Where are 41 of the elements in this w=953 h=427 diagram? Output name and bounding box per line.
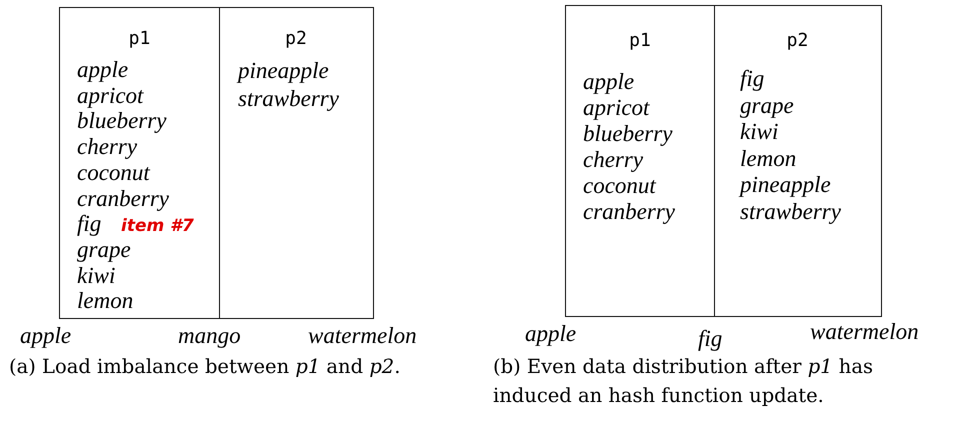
partition-header: p1 <box>628 30 652 51</box>
partition-header: p2 <box>786 30 810 51</box>
fruit-key: blueberry <box>583 122 672 146</box>
range-label: mango <box>178 324 241 348</box>
partition-column <box>714 5 882 317</box>
partition-header: p2 <box>284 28 308 49</box>
fruit-key: fig <box>740 67 764 91</box>
fruit-key: kiwi <box>77 264 116 288</box>
fruit-key: fig <box>77 212 102 236</box>
fruit-key: cranberry <box>77 186 169 210</box>
partition-column <box>219 7 374 319</box>
fruit-key: kiwi <box>740 120 778 144</box>
partition-column <box>565 5 715 317</box>
fruit-key: cranberry <box>583 200 675 224</box>
fruit-key: apricot <box>77 84 144 108</box>
fruit-key: strawberry <box>740 200 841 224</box>
subfigure-caption: (a) Load imbalance between p1 and p2. <box>9 354 402 380</box>
item-annotation: item #7 <box>121 216 194 236</box>
fruit-key: lemon <box>77 289 134 314</box>
range-label: watermelon <box>308 324 417 348</box>
fruit-key: apricot <box>583 96 650 120</box>
partition-column <box>59 7 220 319</box>
range-label: watermelon <box>810 320 919 344</box>
fruit-key: grape <box>77 238 131 262</box>
fruit-key: grape <box>740 94 794 118</box>
fruit-key: cherry <box>583 148 644 172</box>
fruit-key: pineapple <box>238 59 329 83</box>
fruit-key: cherry <box>77 135 138 160</box>
range-label: apple <box>20 324 72 348</box>
fruit-key: blueberry <box>77 109 166 134</box>
fruit-key: lemon <box>740 146 796 170</box>
fruit-key: pineapple <box>740 173 831 197</box>
fruit-key: strawberry <box>238 87 339 111</box>
range-label: fig <box>698 327 722 351</box>
partition-header: p1 <box>128 28 152 49</box>
subfigure-caption: (b) Even data distribution after p1 has induced an hash function update. <box>493 354 874 409</box>
fruit-key: coconut <box>583 174 656 198</box>
fruit-key: apple <box>583 70 634 94</box>
fruit-key: coconut <box>77 160 150 185</box>
range-label: apple <box>525 322 576 346</box>
fruit-key: apple <box>77 58 128 82</box>
